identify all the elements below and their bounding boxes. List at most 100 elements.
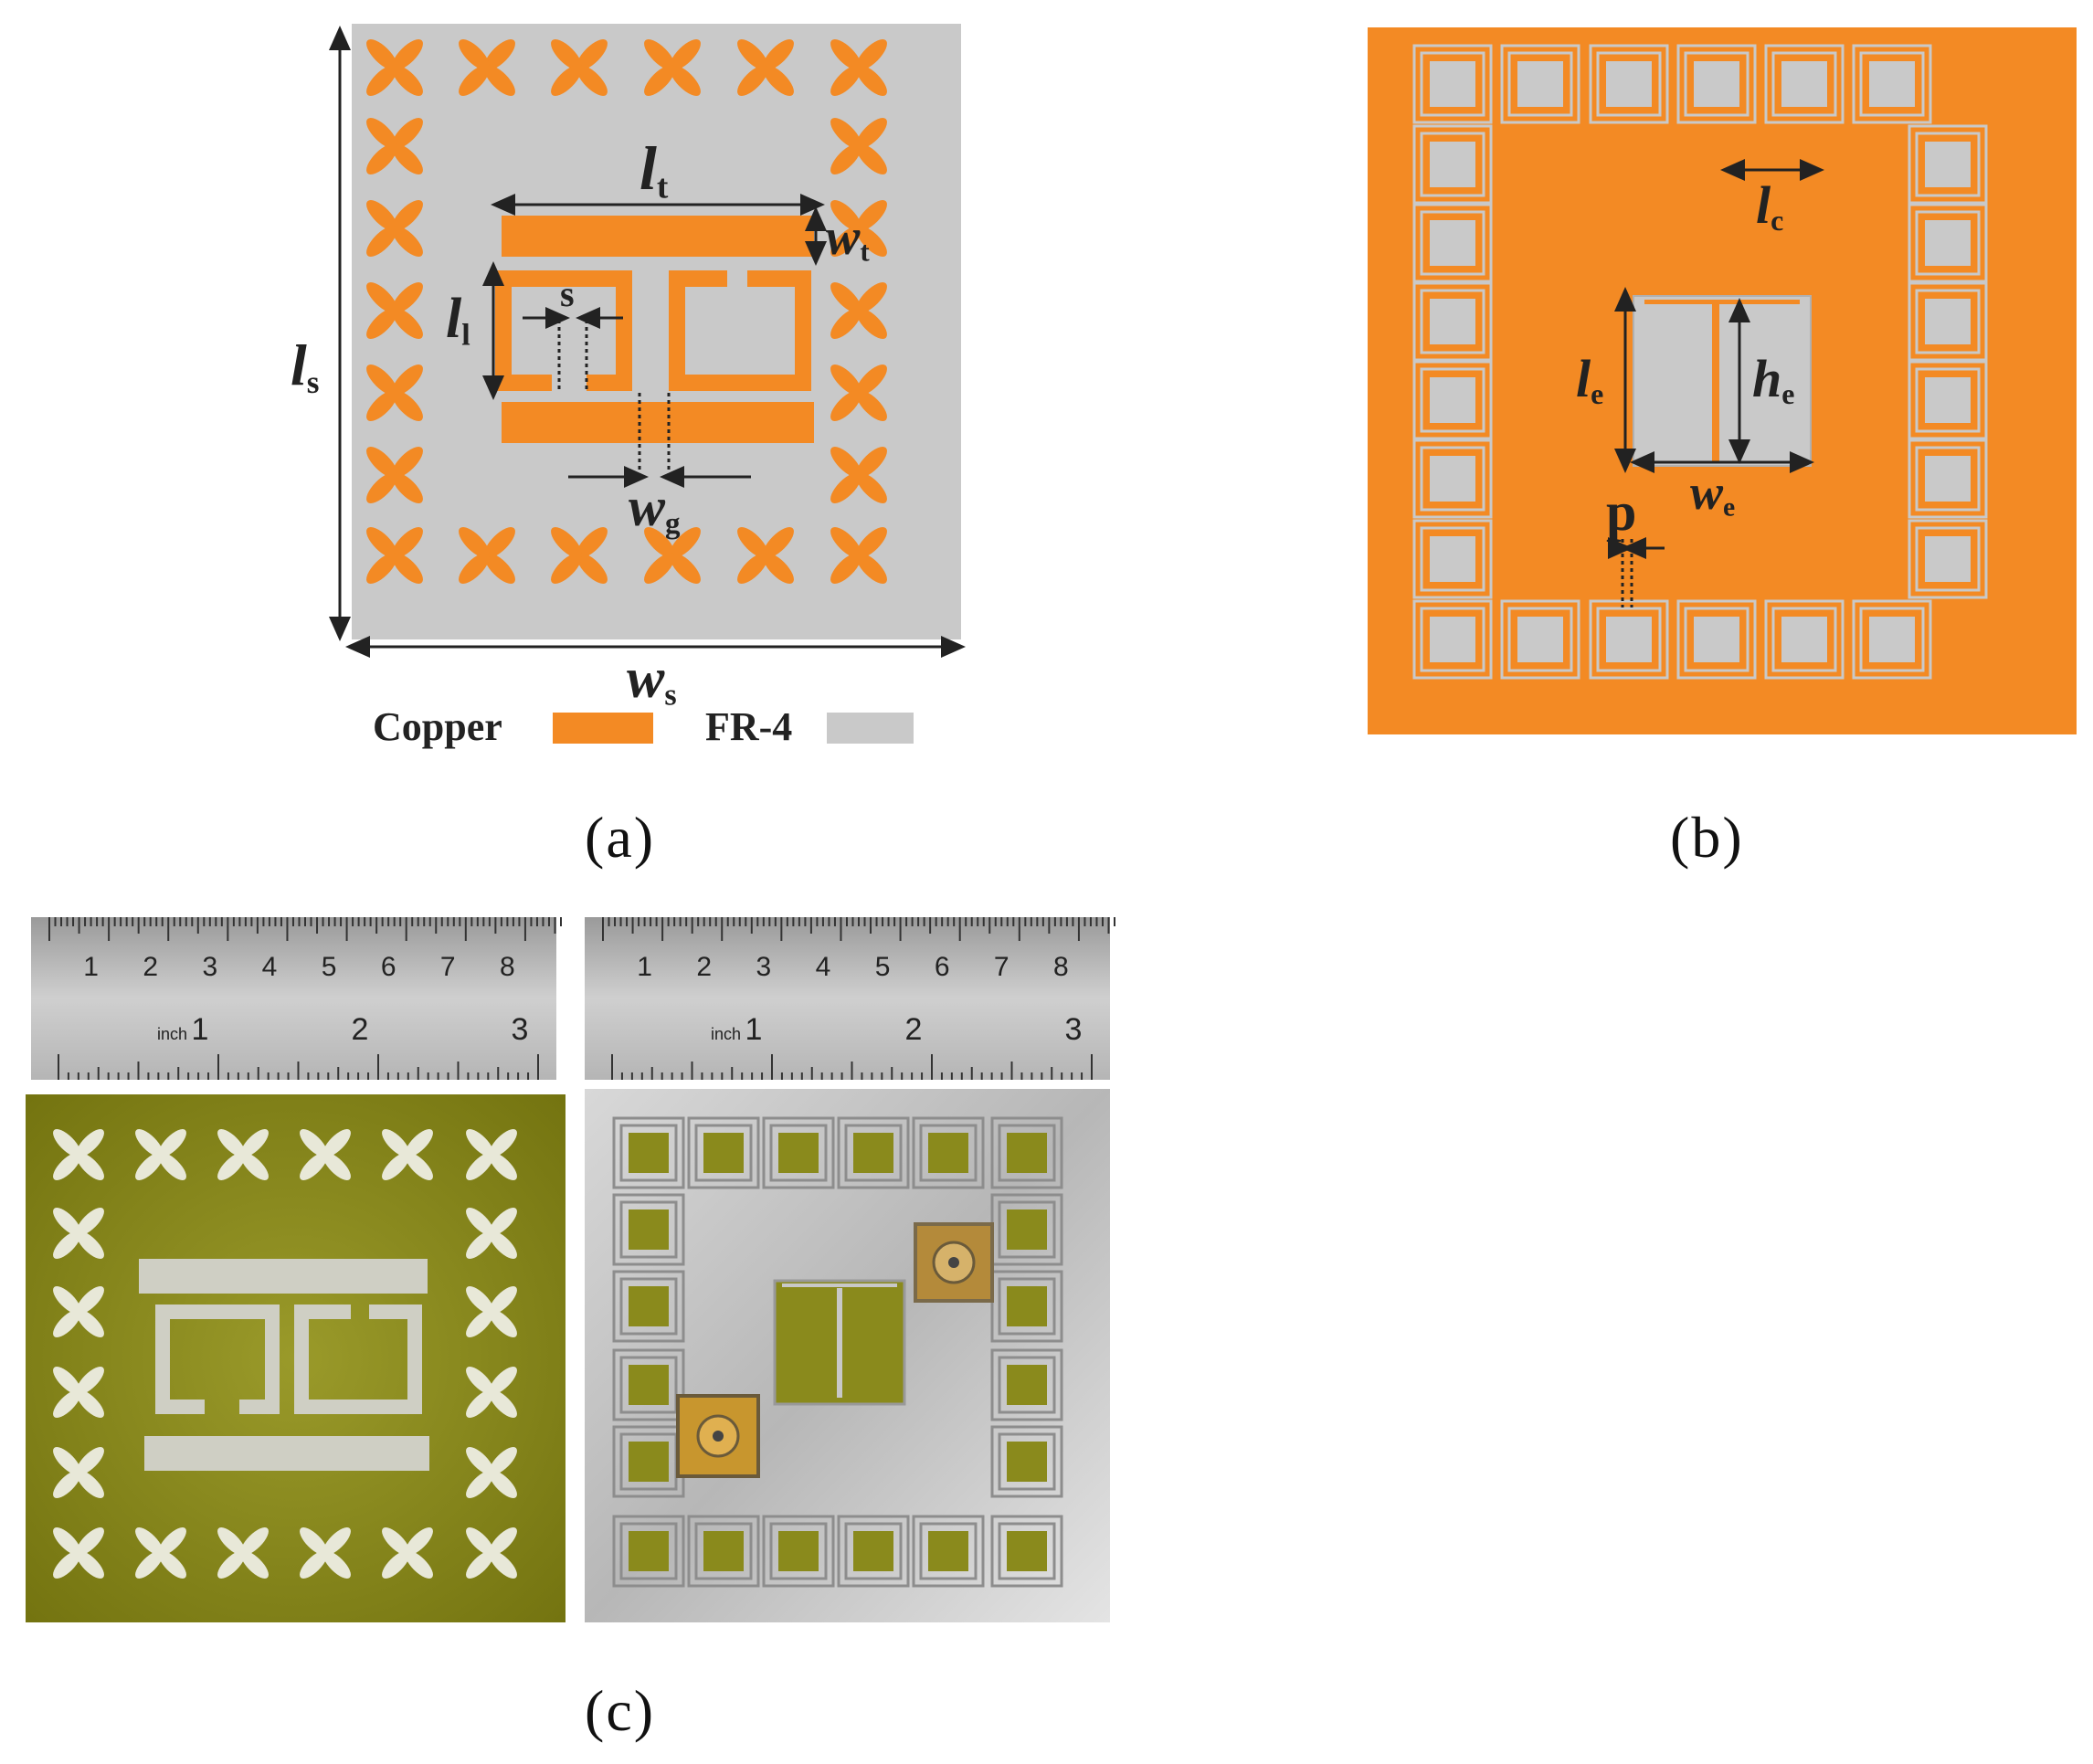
- ruler-cm-label: 6: [935, 952, 950, 982]
- slot-cell: [1852, 44, 1932, 124]
- pcb-back-central-stub: [837, 1288, 842, 1398]
- legend-copper-swatch: [553, 713, 653, 744]
- panel-c-caption: (c): [585, 1678, 656, 1743]
- pcb-slot: [912, 1116, 985, 1189]
- ruler-inch-label: 2: [905, 1012, 923, 1047]
- slot-cell: [1908, 360, 1988, 440]
- panel-b-caption: (b): [1670, 805, 1744, 870]
- ruler-cm-label: 2: [143, 952, 158, 982]
- panel-a-drawing: [329, 24, 966, 744]
- sma-connector-top: [914, 1222, 994, 1303]
- pcb-slot: [990, 1348, 1063, 1421]
- ruler-cm-label: 3: [756, 952, 771, 982]
- label-wg: wg: [629, 477, 681, 541]
- ruler-cm-label: 4: [262, 952, 278, 982]
- left-ring-gap-tab-l: [552, 375, 557, 391]
- legend-fr4-label: FR-4: [705, 704, 793, 749]
- panel-b-drawing: [1368, 27, 2077, 734]
- slot-cell: [1908, 438, 1988, 519]
- pcb-slot: [762, 1116, 835, 1189]
- slot-cell: [1412, 44, 1493, 124]
- label-s: s: [560, 273, 575, 314]
- pcb-slot: [612, 1515, 685, 1588]
- pcb-front-bottom-strip: [144, 1436, 429, 1471]
- ruler-cm-label: 6: [381, 952, 396, 982]
- pcb-slot: [990, 1425, 1063, 1498]
- slot-cell: [1908, 203, 1988, 283]
- ruler-inch-label: 2: [352, 1012, 369, 1047]
- left-ring: [495, 270, 632, 391]
- pcb-slot: [612, 1116, 685, 1189]
- ruler-inch-label: 1: [745, 1012, 763, 1047]
- ruler-cm-label: 5: [875, 952, 891, 982]
- ruler-left: [31, 917, 556, 1080]
- slot-cell: [1676, 599, 1757, 680]
- label-ls: ls: [291, 333, 320, 400]
- pcb-slot: [612, 1270, 685, 1343]
- slot-cell: [1589, 599, 1669, 680]
- pcb-slot: [837, 1515, 910, 1588]
- slot-cell: [1764, 44, 1845, 124]
- sma-connector-bottom: [676, 1394, 760, 1478]
- ruler-cm-label: 2: [696, 952, 712, 982]
- label-he: he: [1752, 349, 1795, 410]
- pcb-slot: [687, 1116, 760, 1189]
- pcb-slot: [612, 1193, 685, 1266]
- ruler-cm-label: 1: [637, 952, 652, 982]
- slot-cell: [1412, 599, 1493, 680]
- slot-cell: [1589, 44, 1669, 124]
- ruler-cm-label: 1: [83, 952, 99, 982]
- pcb-front-top-strip: [139, 1259, 428, 1294]
- label-le: le: [1576, 349, 1604, 410]
- label-ll: ll: [446, 288, 470, 353]
- pcb-slot: [687, 1515, 760, 1588]
- label-lt: lt: [640, 133, 669, 206]
- top-strip: [502, 216, 814, 257]
- ruler-inch-unit: inch: [711, 1025, 741, 1043]
- label-wt: wt: [826, 209, 870, 268]
- slot-cell: [1500, 44, 1580, 124]
- pcb-slot: [990, 1270, 1063, 1343]
- right-ring: [669, 270, 811, 391]
- slot-cells: [1412, 44, 1988, 680]
- pcb-slot: [612, 1348, 685, 1421]
- label-we: we: [1690, 465, 1736, 523]
- panel-a-caption: (a): [585, 805, 656, 870]
- slot-cell: [1412, 124, 1493, 205]
- ruler-cm-label: 3: [202, 952, 217, 982]
- pcb-slot: [762, 1515, 835, 1588]
- slot-cell: [1412, 438, 1493, 519]
- pcb-slot: [837, 1116, 910, 1189]
- slot-cell: [1676, 44, 1757, 124]
- pcb-back-central-stub-top: [782, 1283, 897, 1287]
- slot-cell: [1908, 281, 1988, 362]
- slot-cell: [1908, 519, 1988, 599]
- slot-cell: [1764, 599, 1845, 680]
- slot-cell: [1500, 599, 1580, 680]
- slot-cell: [1412, 203, 1493, 283]
- ruler-cm-label: 7: [994, 952, 1010, 982]
- label-p: p: [1606, 481, 1637, 542]
- ruler-inch-label: 3: [512, 1012, 529, 1047]
- central-stub-mid: [1712, 304, 1719, 461]
- ruler-inch-unit: inch: [157, 1025, 187, 1043]
- pcb-front-left-ring: [155, 1305, 280, 1414]
- ruler-cm-label: 8: [500, 952, 515, 982]
- slot-cell: [1412, 281, 1493, 362]
- label-lc: lc: [1756, 175, 1784, 237]
- central-slot: [1633, 295, 1812, 467]
- ruler-inch-label: 3: [1065, 1012, 1083, 1047]
- pcb-front-right-ring: [294, 1305, 422, 1414]
- slot-cell: [1908, 124, 1988, 205]
- central-stub-top: [1644, 300, 1800, 304]
- pcb-slot: [912, 1515, 985, 1588]
- legend-fr4-swatch: [827, 713, 914, 744]
- ruler-cm-label: 4: [816, 952, 831, 982]
- slot-cell: [1852, 599, 1932, 680]
- ruler-cm-label: 7: [440, 952, 456, 982]
- bottom-strip: [502, 402, 814, 443]
- pcb-back-slots: [612, 1116, 1063, 1588]
- ruler-cm-label: 8: [1053, 952, 1069, 982]
